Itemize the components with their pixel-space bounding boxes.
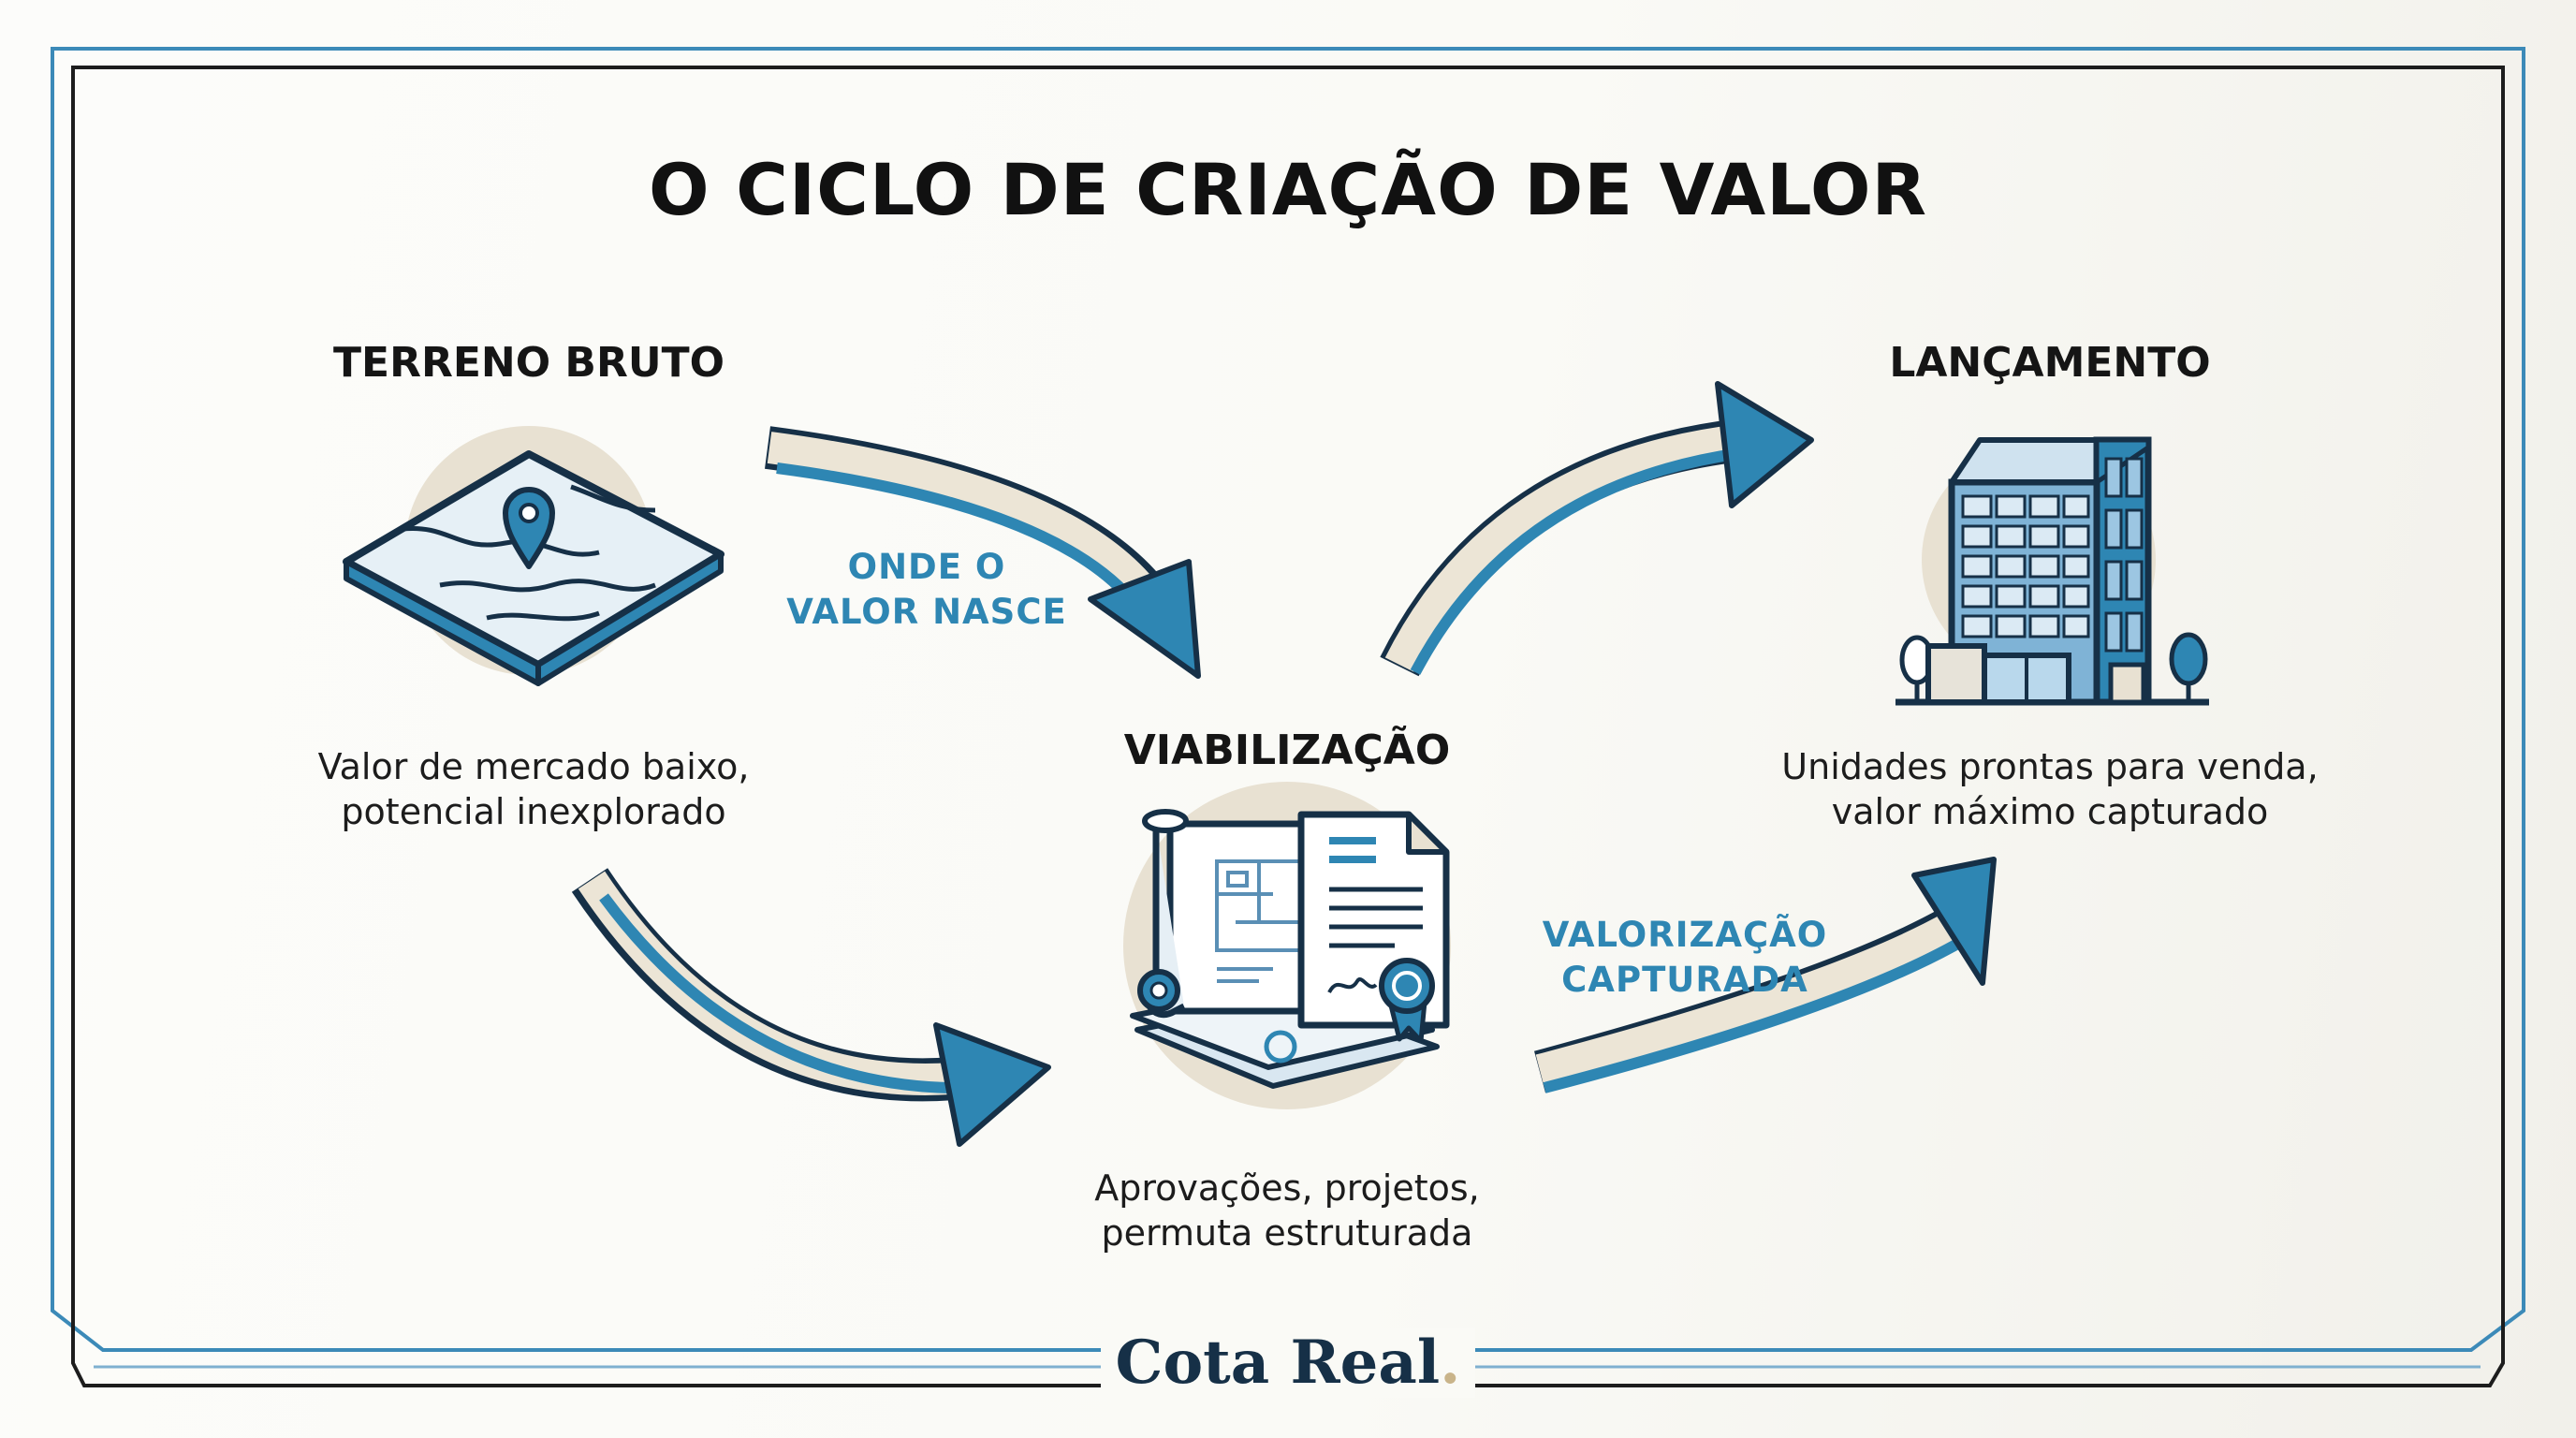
stage-label-terreno-bruto: TERRENO BRUTO: [333, 339, 724, 387]
flow-label-valorizacao-capturada: VALORIZAÇÃO CAPTURADA: [1542, 915, 1828, 1000]
land-plot-map-pin-icon: [343, 426, 724, 686]
stage-description-viabilizacao: Aprovações, projetos, permuta estruturad…: [1094, 1167, 1480, 1254]
arrow-to-viabilizacao-lower: [571, 868, 1051, 1147]
stage-label-viabilizacao: VIABILIZAÇÃO: [1123, 726, 1451, 774]
arrow-to-lancamento-upper: [1380, 381, 1814, 677]
page-title: O CICLO DE CRIAÇÃO DE VALOR: [649, 148, 1927, 231]
stage-label-lancamento: LANÇAMENTO: [1889, 339, 2211, 387]
brand-name: Cota Real: [1115, 1328, 1441, 1398]
stage-description-terreno-bruto: Valor de mercado baixo, potencial inexpl…: [317, 746, 750, 832]
decorative-frame: [51, 47, 2525, 1387]
arrow-to-lancamento-lower: [1534, 857, 1997, 1093]
brand-logo: Cota Real.: [1101, 1328, 1475, 1398]
arrow-to-viabilizacao-upper: [765, 426, 1201, 679]
stage-description-lancamento: Unidades prontas para venda, valor máxim…: [1781, 746, 2319, 832]
brand-dot: .: [1440, 1328, 1461, 1398]
flow-label-onde-o-valor-nasce: ONDE O VALOR NASCE: [786, 547, 1067, 632]
building-icon: [1895, 436, 2209, 706]
blueprints-documents-icon: [1123, 782, 1451, 1109]
